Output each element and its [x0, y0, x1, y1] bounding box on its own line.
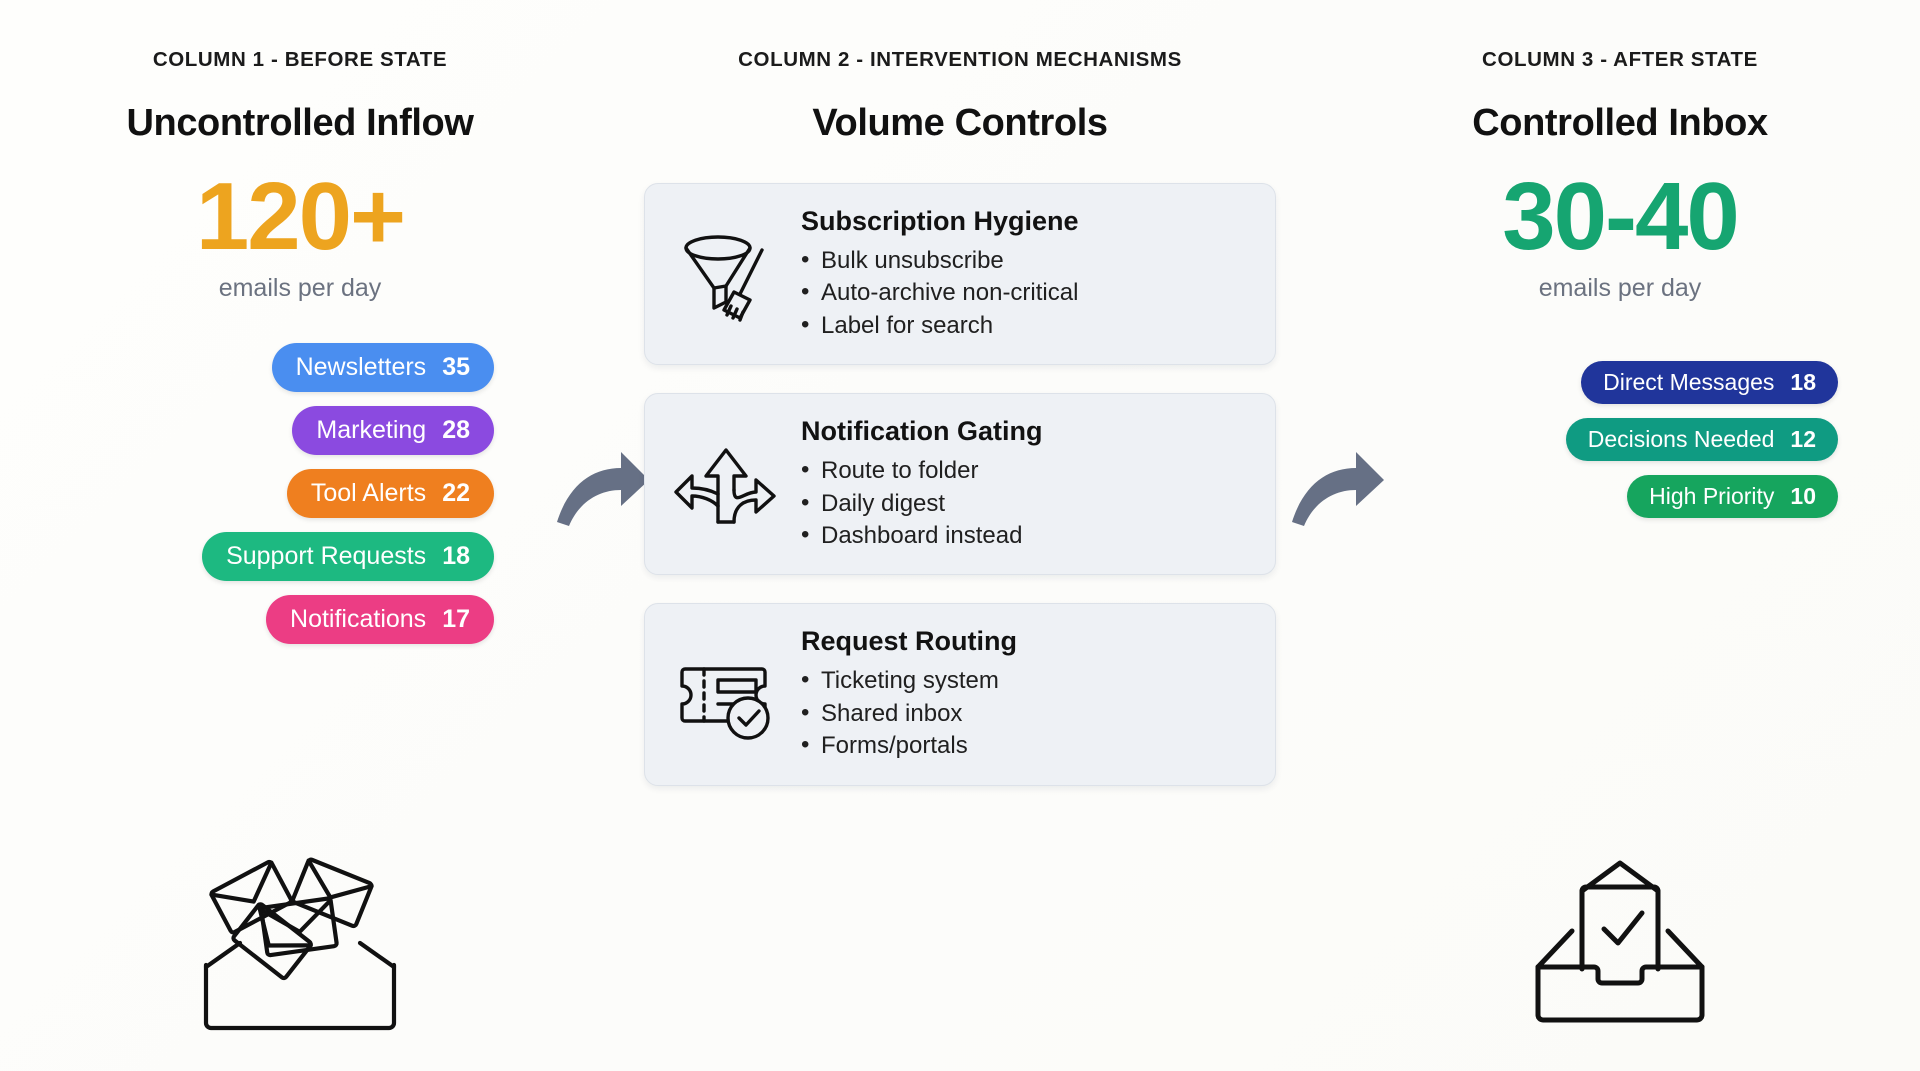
- card-3-body: Request Routing Ticketing system Shared …: [801, 626, 1249, 762]
- pill-marketing[interactable]: Marketing 28: [292, 405, 494, 455]
- three-way-arrows-icon: [674, 448, 776, 524]
- column-2-eyebrow: COLUMN 2 - INTERVENTION MECHANISMS: [738, 48, 1182, 71]
- pill-support-requests[interactable]: Support Requests 18: [202, 531, 494, 581]
- funnel-broom-icon: [684, 235, 764, 322]
- flow-arrow-1: [555, 450, 651, 530]
- card-1-bullets: Bulk unsubscribe Auto-archive non-critic…: [801, 244, 1249, 342]
- pill-count: 28: [442, 415, 470, 444]
- before-category-pill-list: Newsletters 35 Marketing 28 Tool Alerts …: [40, 342, 560, 644]
- pill-tool-alerts[interactable]: Tool Alerts 22: [286, 468, 494, 518]
- card-2-bullet-1: Route to folder: [801, 454, 1249, 487]
- pill-label: Support Requests: [226, 541, 427, 570]
- column-1-title: Uncontrolled Inflow: [126, 102, 474, 144]
- three-way-arrows-icon-wrap: [671, 429, 781, 539]
- flow-arrow-2: [1290, 450, 1386, 530]
- messy-envelopes-icon: [203, 857, 397, 1031]
- card-3-bullet-1: Ticketing system: [801, 664, 1249, 697]
- pill-label: Decisions Needed: [1587, 425, 1775, 452]
- organized-inbox-check-icon: [1535, 860, 1705, 1023]
- column-before-state: COLUMN 1 - BEFORE STATE Uncontrolled Inf…: [40, 0, 560, 1071]
- card-3-bullet-2: Shared inbox: [801, 697, 1249, 730]
- card-3-bullets: Ticketing system Shared inbox Forms/port…: [801, 664, 1249, 762]
- card-1-bullet-2: Auto-archive non-critical: [801, 276, 1249, 309]
- pill-count: 10: [1790, 482, 1816, 509]
- pill-label: High Priority: [1649, 482, 1775, 509]
- card-notification-gating[interactable]: Notification Gating Route to folder Dail…: [644, 393, 1276, 576]
- column-intervention-mechanisms: COLUMN 2 - INTERVENTION MECHANISMS Volum…: [620, 0, 1300, 1071]
- ticket-check-icon-wrap: [671, 639, 781, 749]
- card-1-bullet-1: Bulk unsubscribe: [801, 244, 1249, 277]
- organized-inbox-art: [1360, 857, 1880, 1037]
- pill-notifications[interactable]: Notifications 17: [266, 594, 494, 644]
- card-1-bullet-3: Label for search: [801, 309, 1249, 342]
- pill-count: 18: [442, 541, 470, 570]
- card-3-title: Request Routing: [801, 626, 1017, 657]
- pill-direct-messages[interactable]: Direct Messages 18: [1581, 360, 1838, 404]
- card-2-bullet-3: Dashboard instead: [801, 519, 1249, 552]
- column-1-metric-sublabel: emails per day: [218, 273, 382, 302]
- column-3-metric-sublabel: emails per day: [1538, 273, 1702, 302]
- pill-label: Direct Messages: [1603, 368, 1775, 395]
- curved-arrow-right-icon: [1292, 452, 1384, 526]
- card-2-bullet-2: Daily digest: [801, 487, 1249, 520]
- pill-newsletters[interactable]: Newsletters 35: [271, 342, 494, 392]
- card-request-routing[interactable]: Request Routing Ticketing system Shared …: [644, 603, 1276, 786]
- pill-high-priority[interactable]: High Priority 10: [1627, 474, 1838, 518]
- column-3-metric: 30-40: [1502, 163, 1740, 270]
- ticket-check-icon: [680, 667, 770, 741]
- column-3-eyebrow: COLUMN 3 - AFTER STATE: [1482, 48, 1758, 71]
- pill-count: 35: [442, 352, 470, 381]
- card-3-bullet-3: Forms/portals: [801, 729, 1249, 762]
- pill-label: Newsletters: [295, 352, 427, 381]
- pill-count: 17: [442, 604, 470, 633]
- column-3-title: Controlled Inbox: [1472, 102, 1768, 144]
- card-2-body: Notification Gating Route to folder Dail…: [801, 416, 1249, 552]
- column-1-metric: 120+: [195, 163, 406, 270]
- funnel-broom-icon-wrap: [671, 219, 781, 329]
- pill-label: Notifications: [290, 604, 427, 633]
- curved-arrow-right-icon: [557, 452, 649, 526]
- pill-label: Marketing: [316, 415, 427, 444]
- card-1-title: Subscription Hygiene: [801, 206, 1079, 236]
- card-2-title: Notification Gating: [801, 416, 1043, 447]
- column-after-state: COLUMN 3 - AFTER STATE Controlled Inbox …: [1360, 0, 1880, 1071]
- card-2-bullets: Route to folder Daily digest Dashboard i…: [801, 454, 1249, 552]
- card-subscription-hygiene[interactable]: Subscription Hygiene Bulk unsubscribe Au…: [644, 183, 1276, 366]
- mechanism-card-list: Subscription Hygiene Bulk unsubscribe Au…: [620, 183, 1300, 786]
- pill-decisions-needed[interactable]: Decisions Needed 12: [1565, 417, 1838, 461]
- pill-count: 18: [1790, 368, 1816, 395]
- pill-count: 22: [442, 478, 470, 507]
- pill-label: Tool Alerts: [310, 478, 427, 507]
- column-2-title: Volume Controls: [812, 102, 1108, 144]
- pill-count: 12: [1790, 425, 1816, 452]
- column-1-eyebrow: COLUMN 1 - BEFORE STATE: [152, 48, 448, 71]
- messy-envelopes-art: [40, 847, 560, 1037]
- after-category-pill-list: Direct Messages 18 Decisions Needed 12 H…: [1360, 360, 1880, 518]
- card-1-body: Subscription Hygiene Bulk unsubscribe Au…: [801, 206, 1249, 342]
